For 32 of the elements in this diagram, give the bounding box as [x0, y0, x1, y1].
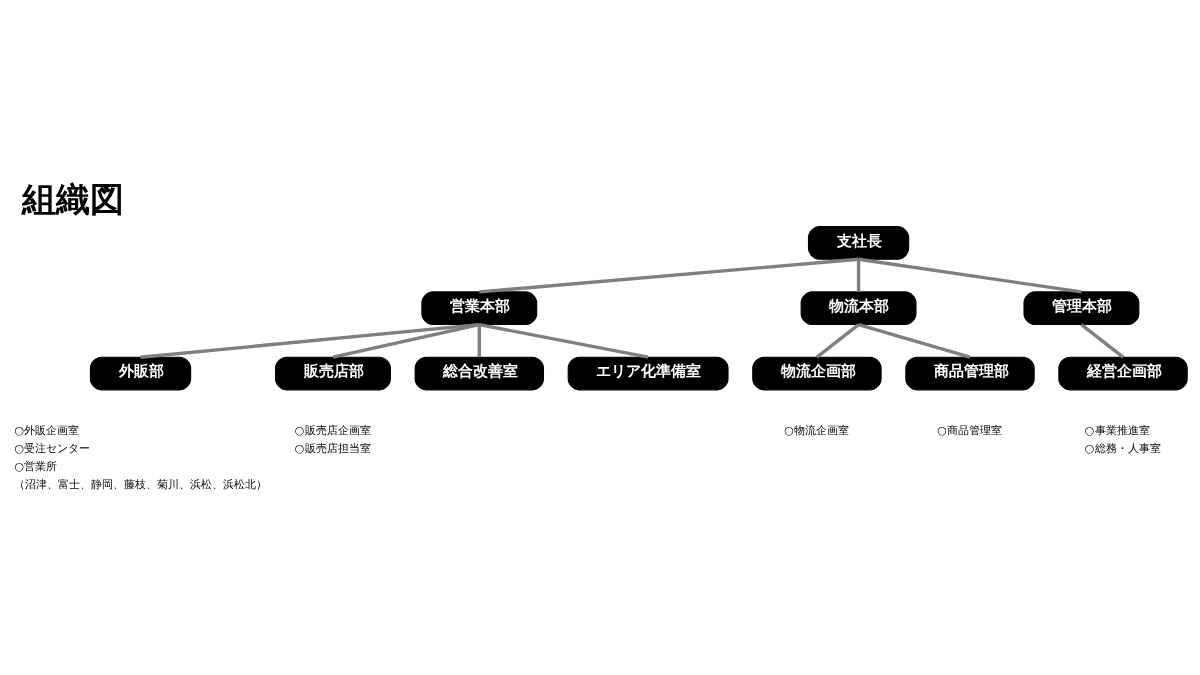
connector [477, 324, 481, 358]
connector [140, 322, 480, 359]
node-label: ○物流企画室 [784, 424, 850, 438]
node-box: 物流本部 [800, 291, 917, 326]
node-label: ○販売店担当室 [294, 442, 371, 456]
node-box: 経営企画部 [1058, 356, 1188, 391]
node-label: ○事業推進室 [1084, 424, 1150, 438]
node-label: ○商品管理室 [937, 424, 1003, 438]
connector [858, 257, 1082, 294]
node-box: 支社長 [807, 226, 910, 260]
node-label: ○販売店企画室 [294, 424, 371, 438]
connector [479, 322, 649, 359]
node-box: 販売店部 [275, 356, 391, 391]
connector [815, 323, 860, 359]
node-box: 商品管理部 [905, 356, 1035, 391]
node-box: 外販部 [89, 356, 192, 391]
node-label: ○外販企画室 [14, 424, 80, 438]
node-label: ○受注センター [14, 442, 91, 456]
connector [856, 259, 861, 292]
connector [332, 322, 480, 359]
node-label: ○営業所 [14, 460, 58, 474]
node-box: エリア化準備室 [567, 356, 729, 391]
node-box: 管理本部 [1023, 291, 1140, 326]
node-label: （沼津、富士、静岡、藤枝、菊川、浜松、浜松北） [14, 478, 268, 492]
node-label: ○総務・人事室 [1084, 442, 1161, 456]
diagram-title: 組織図 [21, 179, 124, 219]
node-box: 総合改善室 [414, 356, 544, 391]
connector [479, 257, 859, 294]
connector [1080, 323, 1125, 359]
node-box: 物流企画部 [752, 356, 882, 391]
node-box: 営業本部 [421, 291, 538, 326]
connector [858, 322, 971, 359]
